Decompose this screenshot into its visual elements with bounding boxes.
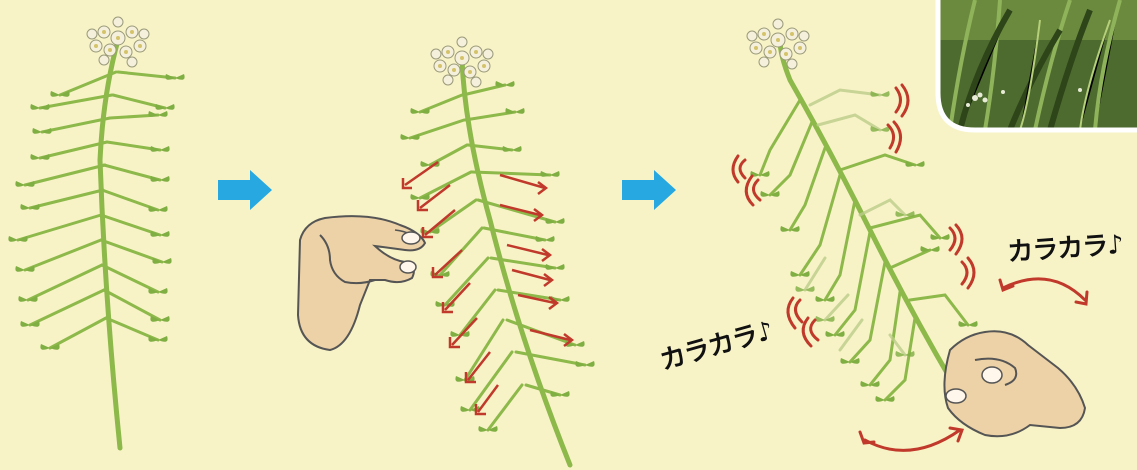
plant-pulling <box>298 37 595 465</box>
hand-icon <box>298 216 425 350</box>
hand-icon <box>944 331 1085 436</box>
plant-original <box>8 17 184 448</box>
motion-arrow-icon <box>403 162 572 414</box>
next-arrow-icon <box>622 170 676 210</box>
next-arrow-icon <box>218 170 272 210</box>
photo-thumbnail <box>938 0 1137 130</box>
